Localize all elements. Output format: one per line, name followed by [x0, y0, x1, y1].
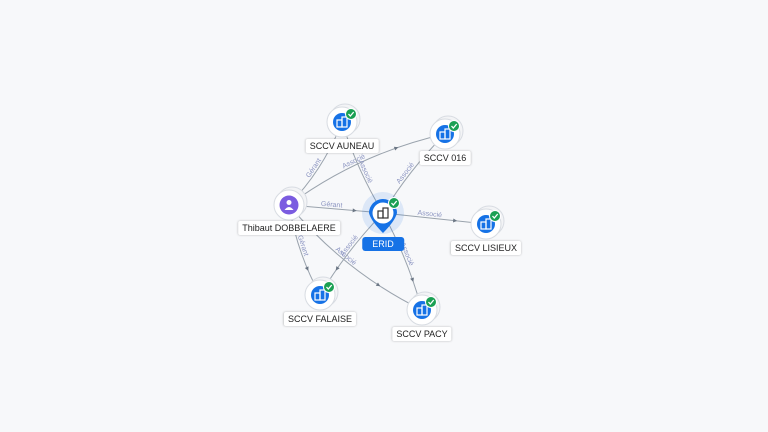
edge-arrow — [352, 208, 357, 213]
person-icon — [284, 200, 294, 210]
edge-arrow — [410, 277, 414, 282]
verified-check-icon — [448, 120, 460, 132]
building-icon — [377, 207, 389, 219]
edge-label: Gérant — [305, 157, 323, 179]
edge-arrow — [304, 266, 309, 271]
edge-label: Gérant — [296, 234, 309, 257]
building-icon — [416, 304, 428, 316]
verified-check-icon — [345, 108, 357, 120]
edge-arrow — [375, 282, 381, 287]
company-label-lisieux[interactable]: SCCV LISIEUX — [450, 241, 522, 255]
company-node-pacy[interactable] — [406, 291, 441, 326]
verified-check-icon — [388, 197, 400, 209]
edge-label: Associé — [417, 210, 442, 220]
company-label-c016[interactable]: SCCV 016 — [419, 151, 471, 165]
company-node-lisieux[interactable] — [470, 205, 505, 240]
company-label-auneau[interactable]: SCCV AUNEAU — [305, 139, 379, 153]
verified-check-icon — [489, 210, 501, 222]
person-node[interactable] — [273, 186, 308, 221]
edge-label: Gérant — [321, 201, 343, 210]
center-label[interactable]: ERID — [362, 237, 404, 251]
building-icon — [314, 289, 326, 301]
company-node-auneau[interactable] — [326, 103, 361, 138]
edge-label: Associé — [396, 162, 417, 186]
company-label-falaise[interactable]: SCCV FALAISE — [283, 312, 357, 326]
company-label-pacy[interactable]: SCCV PACY — [392, 327, 452, 341]
edge-person-c016 — [288, 133, 446, 206]
building-icon — [439, 128, 451, 140]
building-icon — [336, 116, 348, 128]
center-node[interactable] — [362, 192, 404, 234]
company-node-c016[interactable] — [429, 115, 464, 150]
edge-arrow — [393, 146, 399, 151]
edge-arrow — [335, 266, 340, 271]
verified-check-icon — [323, 281, 335, 293]
person-label[interactable]: Thibaut DOBBELAERE — [238, 221, 340, 235]
verified-check-icon — [425, 296, 437, 308]
edge-person-pacy — [288, 204, 423, 311]
edge-arrow — [452, 218, 458, 223]
building-icon — [480, 218, 492, 230]
company-node-falaise[interactable] — [304, 276, 339, 311]
